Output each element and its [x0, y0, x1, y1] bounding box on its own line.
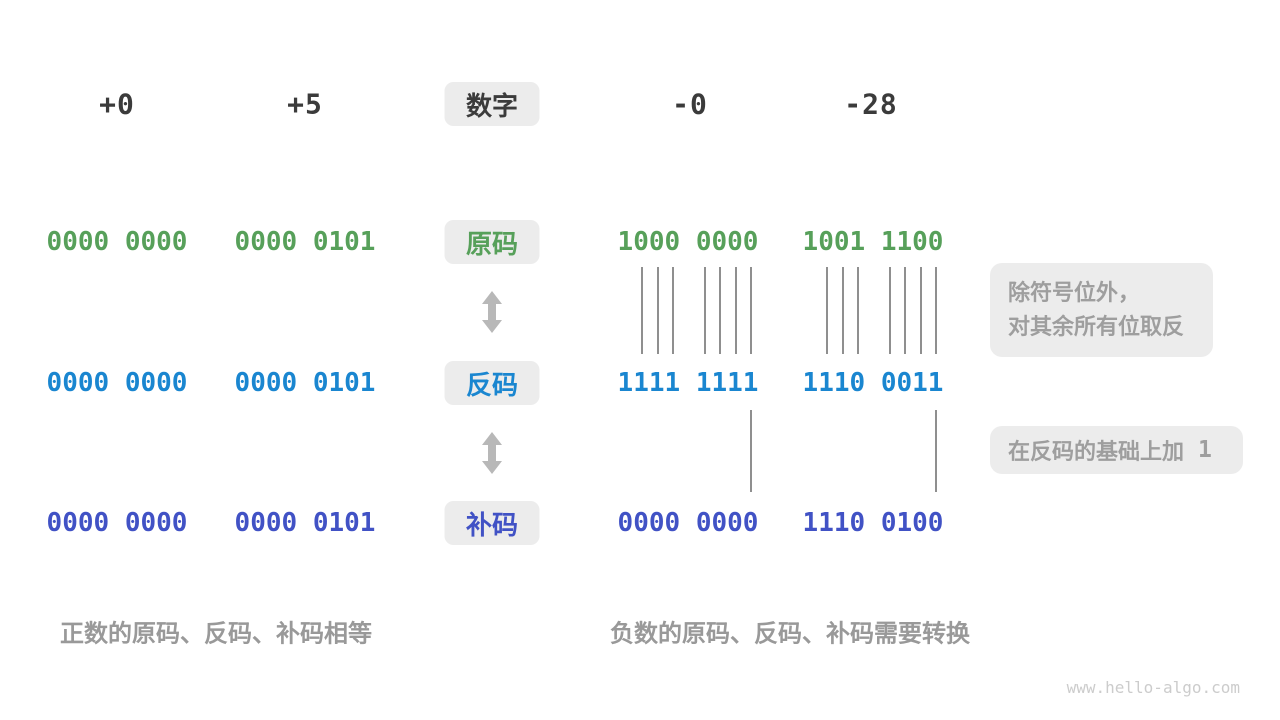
binary-sign-magnitude-minus28: 1001 1100 [802, 227, 944, 257]
binary-sign-magnitude-minus0: 1000 0000 [617, 227, 759, 257]
binary-ones-complement-plus5: 0000 0101 [234, 368, 376, 398]
badge-number: 数字 [444, 82, 540, 126]
binary-ones-complement-plus0: 0000 0000 [46, 368, 188, 398]
badge-sign-magnitude: 原码 [444, 220, 540, 264]
binary-ones-complement-minus0: 1111 1111 [617, 368, 759, 398]
annotation-invert-line1: 除符号位外， [1008, 280, 1141, 305]
caption-positive-numbers: 正数的原码、反码、补码相等 [60, 620, 372, 648]
annotation-invert-line2: 对其余所有位取反 [1008, 314, 1185, 339]
annotation-add-one: 在反码的基础上加 1 [990, 426, 1243, 474]
binary-twos-complement-plus5: 0000 0101 [234, 508, 376, 538]
annotation-add-one-text: 在反码的基础上加 [1008, 439, 1185, 464]
binary-twos-complement-minus28: 1110 0100 [802, 508, 944, 538]
column-label-plus5: +5 [287, 87, 323, 121]
convert-updown-arrow-icon [481, 291, 503, 333]
column-label-minus28: -28 [844, 87, 898, 121]
badge-twos-complement: 补码 [444, 501, 540, 545]
binary-twos-complement-minus0: 0000 0000 [617, 508, 759, 538]
watermark: www.hello-algo.com [1066, 678, 1240, 697]
convert-updown-arrow-icon [481, 432, 503, 474]
binary-sign-magnitude-plus0: 0000 0000 [46, 227, 188, 257]
badge-ones-complement: 反码 [444, 361, 540, 405]
annotation-invert-bits: 除符号位外， 对其余所有位取反 [990, 263, 1213, 357]
column-label-minus0: -0 [672, 87, 708, 121]
binary-sign-magnitude-plus5: 0000 0101 [234, 227, 376, 257]
binary-twos-complement-plus0: 0000 0000 [46, 508, 188, 538]
caption-negative-numbers: 负数的原码、反码、补码需要转换 [610, 620, 970, 648]
column-label-plus0: +0 [99, 87, 135, 121]
binary-ones-complement-minus28: 1110 0011 [802, 368, 944, 398]
annotation-add-one-value: 1 [1198, 437, 1212, 463]
